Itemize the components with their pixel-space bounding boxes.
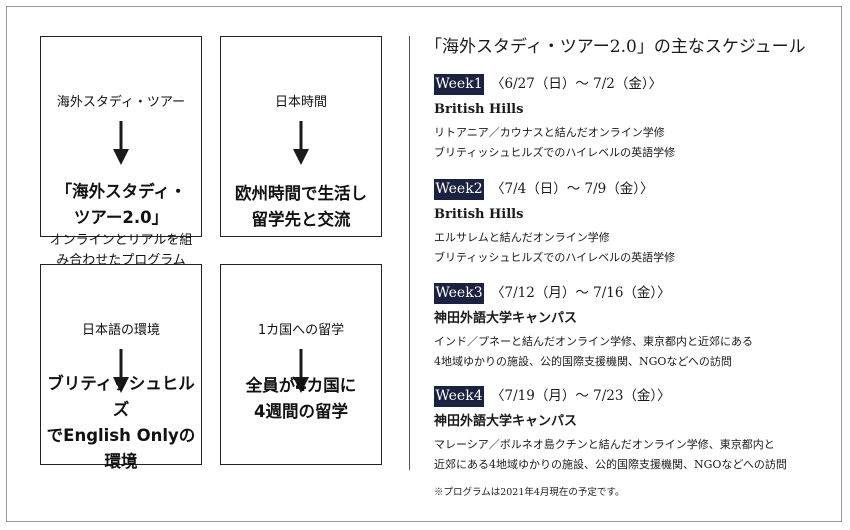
week-dates: 〈7/19（月）〜 7/23（金）〉 bbox=[491, 388, 671, 404]
card-after-label: 全員が4カ国に 4週間の留学 bbox=[245, 376, 357, 421]
card-before-label: 海外スタディ・ツアー bbox=[56, 95, 186, 110]
card-country-count: 1カ国への留学 全員が4カ国に 4週間の留学 bbox=[220, 264, 382, 465]
week-block-1: Week1 〈6/27（日）〜 7/2（金）〉 British Hills リト… bbox=[434, 74, 834, 163]
card-language-environment: 日本語の環境 ブリティッシュヒルズ でEnglish Onlyの 環境 bbox=[40, 264, 202, 471]
week-badge: Week1 bbox=[434, 74, 484, 95]
week-location: British Hills bbox=[434, 207, 524, 222]
card-study-tour: 海外スタディ・ツアー 「海外スタディ・ ツアー2.0」 オンラインとリアルを組 … bbox=[40, 36, 202, 268]
week-description: マレーシア／ボルネオ島クチンと結んだオンライン学修、東京都内と 近郊にある4地域… bbox=[434, 438, 787, 471]
section-divider bbox=[409, 36, 410, 470]
arrow-down-icon bbox=[293, 121, 309, 165]
week-block-4: Week4 〈7/19（月）〜 7/23（金）〉 神田外語大学キャンパス マレー… bbox=[434, 386, 834, 475]
card-after-label: ブリティッシュヒルズ でEnglish Onlyの 環境 bbox=[46, 374, 196, 471]
card-before-label: 1カ国への留学 bbox=[257, 323, 345, 338]
week-block-3: Week3 〈7/12（月）〜 7/16（金）〉 神田外語大学キャンパス インド… bbox=[434, 283, 834, 372]
week-description: エルサレムと結んだオンライン学修 ブリティッシュヒルズでのハイレベルの英語学修 bbox=[434, 231, 676, 264]
week-badge: Week3 bbox=[434, 283, 484, 304]
arrow-down-icon bbox=[113, 121, 129, 165]
week-badge: Week2 bbox=[434, 179, 484, 200]
card-after-label: 「海外スタディ・ ツアー2.0」 bbox=[55, 182, 187, 227]
card-after-label: 欧州時間で生活し 留学先と交流 bbox=[235, 184, 367, 229]
schedule-title: 「海外スタディ・ツアー2.0」の主なスケジュール bbox=[425, 37, 806, 57]
week-location: British Hills bbox=[434, 102, 524, 117]
week-description: インド／プネーと結んだオンライン学修、東京都内と近郊にある 4地域ゆかりの施設、… bbox=[434, 335, 753, 368]
week-block-2: Week2 〈7/4（日）〜 7/9（金）〉 British Hills エルサ… bbox=[434, 179, 834, 268]
arrow-down-icon bbox=[293, 349, 309, 393]
week-dates: 〈6/27（日）〜 7/2（金）〉 bbox=[491, 76, 663, 92]
card-before-label: 日本語の環境 bbox=[81, 323, 160, 338]
week-location: 神田外語大学キャンパス bbox=[434, 311, 578, 326]
schedule-footnote: ※プログラムは2021年4月現在の予定です。 bbox=[434, 487, 625, 498]
week-description: リトアニア／カウナスと結んだオンライン学修 ブリティッシュヒルズでのハイレベルの… bbox=[434, 126, 676, 159]
week-dates: 〈7/4（日）〜 7/9（金）〉 bbox=[491, 181, 654, 197]
week-location: 神田外語大学キャンパス bbox=[434, 414, 578, 429]
card-time-zone: 日本時間 欧州時間で生活し 留学先と交流 bbox=[220, 36, 382, 237]
week-dates: 〈7/12（月）〜 7/16（金）〉 bbox=[491, 285, 671, 301]
arrow-down-icon bbox=[113, 349, 129, 393]
week-badge: Week4 bbox=[434, 386, 484, 407]
card-before-label: 日本時間 bbox=[274, 95, 327, 110]
